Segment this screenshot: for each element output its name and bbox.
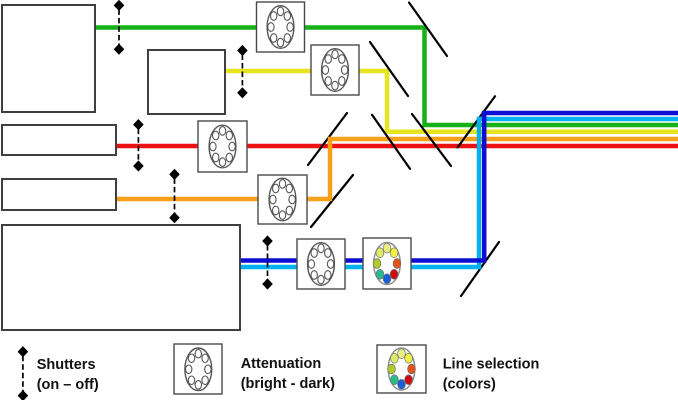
svg-text:(on – off): (on – off) — [37, 377, 99, 393]
svg-text:Shutters: Shutters — [37, 357, 96, 373]
svg-text:Attenuation: Attenuation — [241, 356, 322, 372]
svg-text:(colors): (colors) — [443, 377, 496, 393]
svg-text:(bright - dark): (bright - dark) — [241, 376, 335, 392]
svg-text:Line selection: Line selection — [443, 357, 540, 373]
